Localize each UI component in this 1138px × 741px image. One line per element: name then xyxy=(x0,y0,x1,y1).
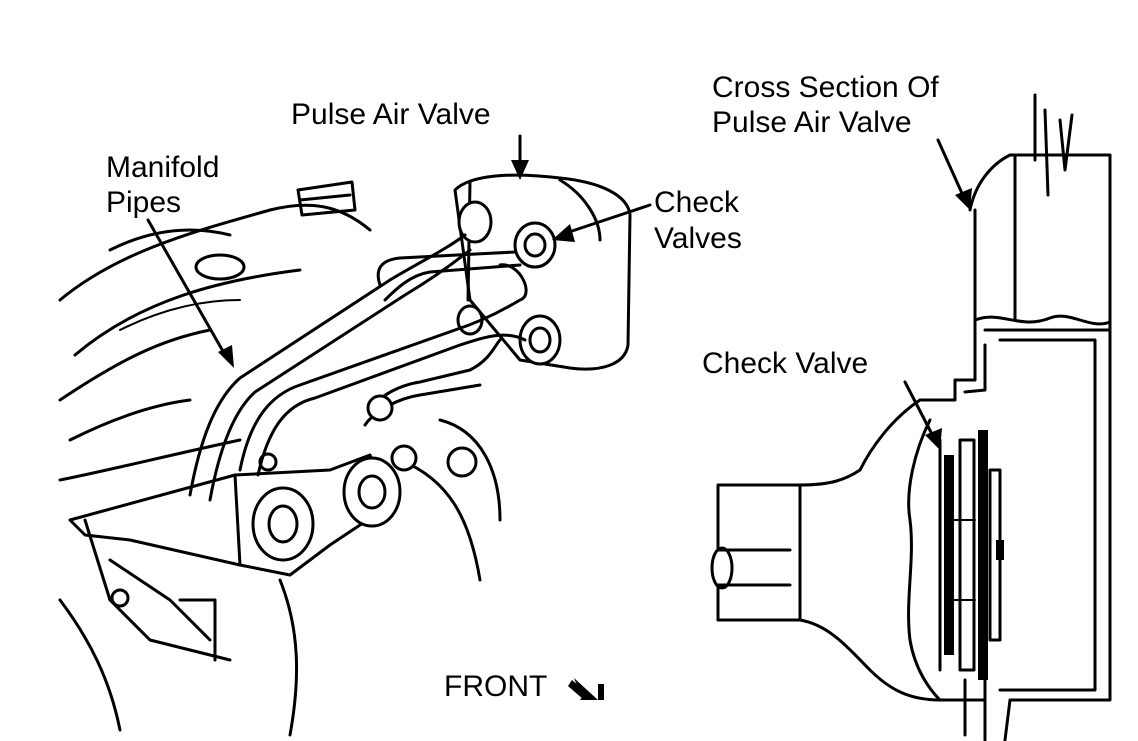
engine-block-drawing xyxy=(58,180,502,737)
manifold-pipes-label-line2: Pipes xyxy=(106,186,182,219)
check-valves-label-line1: Check xyxy=(654,186,740,219)
pulse-air-valve-label: Pulse Air Valve xyxy=(291,98,491,131)
check-valve-fittings xyxy=(456,200,562,366)
manifold-pipes-label-line1: Manifold xyxy=(106,151,220,184)
cross-section-label-line1: Cross Section Of xyxy=(712,71,939,104)
cross-section-label-line2: Pulse Air Valve xyxy=(712,106,912,139)
manifold-pipes-leader xyxy=(146,218,234,368)
check-valve-leader xyxy=(903,380,942,450)
check-valves-label-line2: Valves xyxy=(654,222,742,255)
pulse-air-valve-arrow xyxy=(511,134,529,180)
check-valve-label: Check Valve xyxy=(702,347,869,380)
cross-section-drawing xyxy=(710,93,1112,741)
manifold-pipes xyxy=(188,233,528,502)
check-valves-leader xyxy=(552,203,652,242)
cross-section-leader xyxy=(936,138,972,210)
front-label: FRONT xyxy=(444,670,548,703)
pulse-air-valve-body xyxy=(453,173,632,371)
front-arrow-icon xyxy=(568,678,604,700)
